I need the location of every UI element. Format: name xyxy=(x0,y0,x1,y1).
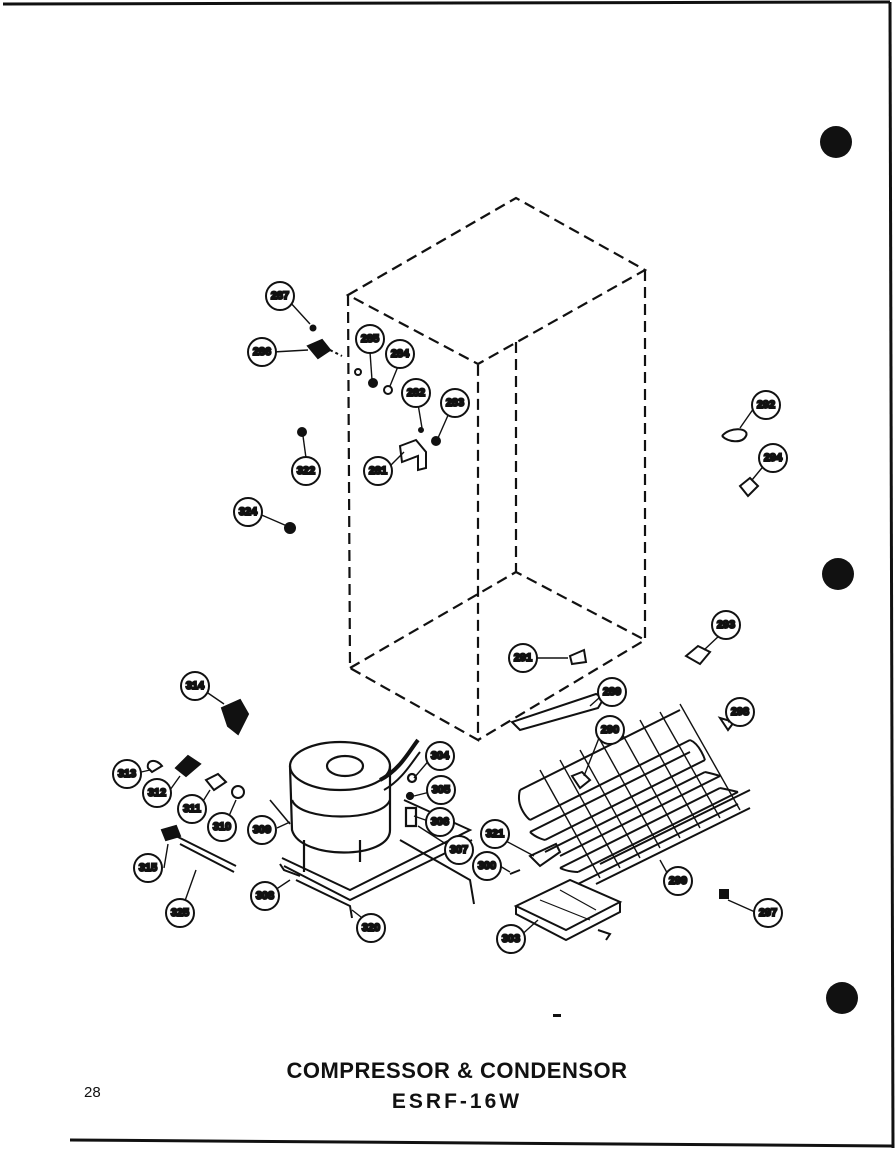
svg-text:303: 303 xyxy=(502,933,520,945)
callout-287: 287 xyxy=(265,281,295,311)
svg-text:311: 311 xyxy=(183,803,201,815)
svg-text:320: 320 xyxy=(362,922,380,934)
svg-text:294: 294 xyxy=(764,452,783,464)
callout-297: 297 xyxy=(753,898,783,928)
svg-text:308: 308 xyxy=(256,890,274,902)
callout-311: 311 xyxy=(177,794,207,824)
callout-312: 312 xyxy=(142,778,172,808)
callout-321: 321 xyxy=(480,819,510,849)
svg-text:293: 293 xyxy=(717,619,735,631)
callout-305: 305 xyxy=(426,775,456,805)
callout-324: 324 xyxy=(233,497,263,527)
binder-hole xyxy=(822,558,854,590)
svg-text:290: 290 xyxy=(601,724,619,736)
callouts: 287 286 285 284 282 283 322 281 324 292 … xyxy=(112,281,788,954)
binder-holes xyxy=(820,126,858,1014)
callout-306: 306 xyxy=(425,807,455,837)
svg-text:285: 285 xyxy=(361,333,379,345)
page-number: 28 xyxy=(84,1084,101,1101)
callout-303: 303 xyxy=(496,924,526,954)
callout-290: 290 xyxy=(595,715,625,745)
svg-text:310: 310 xyxy=(213,821,231,833)
diagram-title: COMPRESSOR & CONDENSOR xyxy=(286,1058,628,1083)
cabinet-outline xyxy=(345,196,648,742)
callout-307: 307 xyxy=(444,835,474,865)
svg-text:315: 315 xyxy=(139,862,157,874)
svg-text:325: 325 xyxy=(171,907,189,919)
svg-text:284: 284 xyxy=(391,348,410,360)
svg-text:283: 283 xyxy=(446,397,464,409)
svg-text:300: 300 xyxy=(478,860,496,872)
callout-285: 285 xyxy=(355,324,385,354)
callout-310: 310 xyxy=(207,812,237,842)
callout-294: 294 xyxy=(758,443,788,473)
svg-text:314: 314 xyxy=(186,680,205,692)
callout-282: 282 xyxy=(401,378,431,408)
callout-308: 308 xyxy=(250,881,280,911)
svg-text:313: 313 xyxy=(118,768,136,780)
callout-300: 300 xyxy=(472,851,502,881)
stray-mark xyxy=(553,1014,561,1017)
callout-315: 315 xyxy=(133,853,163,883)
svg-text:321: 321 xyxy=(486,828,504,840)
svg-text:324: 324 xyxy=(239,506,258,518)
svg-text:281: 281 xyxy=(369,465,387,477)
callout-293: 293 xyxy=(711,610,741,640)
svg-text:299: 299 xyxy=(669,875,687,887)
svg-text:287: 287 xyxy=(271,290,289,302)
callout-299: 299 xyxy=(663,866,693,896)
callout-309: 309 xyxy=(247,815,277,845)
svg-text:305: 305 xyxy=(432,784,450,796)
svg-text:312: 312 xyxy=(148,787,166,799)
callout-292: 292 xyxy=(751,390,781,420)
callout-284: 284 xyxy=(385,339,415,369)
callout-320: 320 xyxy=(356,913,386,943)
svg-text:306: 306 xyxy=(431,816,449,828)
svg-text:286: 286 xyxy=(253,346,271,358)
svg-text:304: 304 xyxy=(431,750,450,762)
drain-pan xyxy=(513,878,623,942)
condenser-coil xyxy=(517,703,751,899)
bracket xyxy=(509,842,562,875)
callout-286: 286 xyxy=(247,337,277,367)
callout-281: 281 xyxy=(363,456,393,486)
svg-text:289: 289 xyxy=(603,686,621,698)
model-number: ESRF-16W xyxy=(391,1090,523,1113)
small-parts xyxy=(220,324,760,790)
svg-text:292: 292 xyxy=(757,399,775,411)
callout-283: 283 xyxy=(440,388,470,418)
electrical-parts xyxy=(146,754,245,873)
binder-hole xyxy=(820,126,852,158)
callout-291: 291 xyxy=(508,643,538,673)
callout-325: 325 xyxy=(165,898,195,928)
svg-text:298: 298 xyxy=(731,706,749,718)
svg-text:297: 297 xyxy=(759,907,777,919)
compressor xyxy=(269,738,421,872)
svg-text:309: 309 xyxy=(253,824,271,836)
svg-text:282: 282 xyxy=(407,387,425,399)
svg-text:322: 322 xyxy=(297,465,315,477)
svg-text:291: 291 xyxy=(514,652,532,664)
callout-289: 289 xyxy=(597,677,627,707)
callout-313: 313 xyxy=(112,759,142,789)
callout-298: 298 xyxy=(725,697,755,727)
svg-text:307: 307 xyxy=(450,844,468,856)
callout-304: 304 xyxy=(425,741,455,771)
binder-hole xyxy=(826,982,858,1014)
callout-322: 322 xyxy=(291,456,321,486)
callout-314: 314 xyxy=(180,671,210,701)
